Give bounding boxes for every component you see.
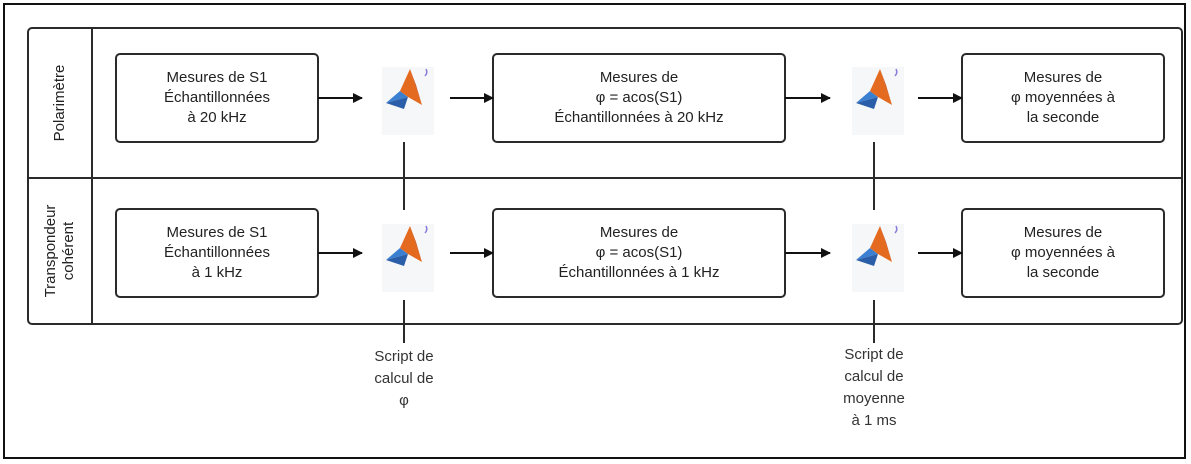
phase-script-note: Script de calcul de φ [374, 348, 434, 409]
matlab-logo-icon [851, 223, 905, 293]
box-text-transponder-input: Mesures de S1 Échantillonnées à 1 kHz [164, 224, 270, 281]
matlab-logo-icon [381, 66, 435, 136]
box-text-transponder-output: Mesures de φ moyennées à la seconde [1011, 224, 1115, 281]
lane-label-transponder: Transpondeur cohérent [42, 204, 77, 298]
lane-label-polarimeter: Polarimètre [51, 64, 68, 142]
swimlane-container [27, 27, 1183, 325]
box-text-polarimeter-input: Mesures de S1 Échantillonnées à 20 kHz [164, 69, 270, 126]
box-text-transponder-phase: Mesures de φ = acos(S1) Échantillonnées … [558, 224, 720, 281]
box-text-polarimeter-phase: Mesures de φ = acos(S1) Échantillonnées … [554, 69, 724, 126]
box-text-polarimeter-output: Mesures de φ moyennées à la seconde [1011, 69, 1115, 126]
matlab-logo-icon [851, 66, 905, 136]
matlab-logo-icon [381, 223, 435, 293]
average-script-note: Script de calcul de moyenne à 1 ms [843, 346, 905, 429]
